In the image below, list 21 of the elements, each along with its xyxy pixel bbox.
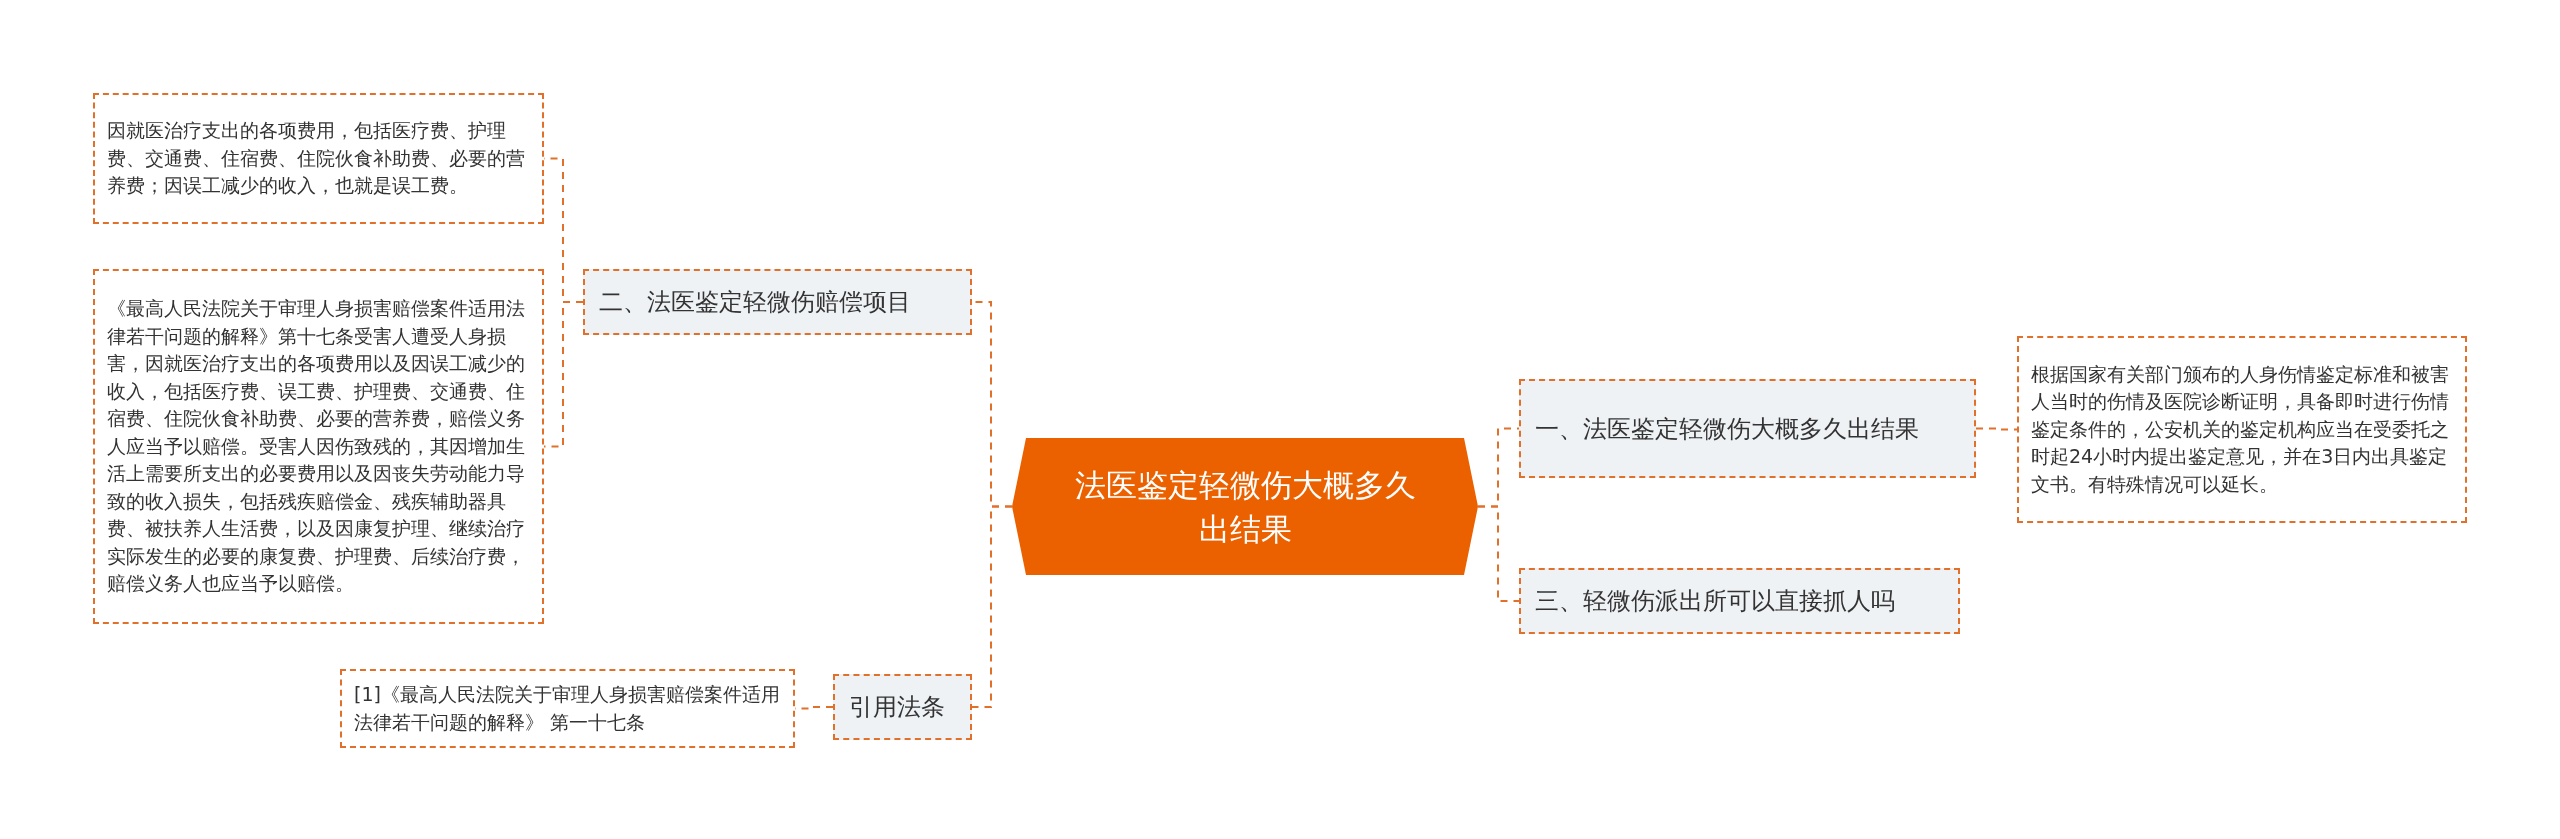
note-box xyxy=(93,93,544,224)
node-text: 一、法医鉴定轻微伤大概多久出结果 xyxy=(1535,413,1919,445)
topic-box xyxy=(1519,379,1976,478)
node-text: 二、法医鉴定轻微伤赔偿项目 xyxy=(599,287,911,318)
note-box xyxy=(2017,336,2467,523)
node-text: 《最高人民法院关于审理人身损害赔偿案件适用法律若干问题的解释》第十七条受害人遭受人身损害，因就医治疗支出的各项费用以及因误工减少的收入，包括医疗费、误工费、护理费、交通费、住宿费、住院伙食补助费、必要的营养费，赔偿义务人应当予以赔偿。受害人因伤致残的，其因增加生活上需要所支出的必要费用以及因丧失劳动能力导致的收入损失，包括残疾赔偿金、残疾辅助器具费、被扶养人生活费，以及因康复护理、继续治疗实际发生的必要的康复费、护理费、后续治疗费，赔偿义务人也应当予以赔偿。 xyxy=(107,296,526,597)
topic-box xyxy=(833,674,972,740)
node-text: 法医鉴定轻微伤大概多久出结果 xyxy=(1073,465,1417,549)
node-text: 三、轻微伤派出所可以直接抓人吗 xyxy=(1535,586,1895,617)
topic-box xyxy=(583,269,972,335)
node-text: [1]《最高人民法院关于审理人身损害赔偿案件适用法律若干问题的解释》 第一十七条 xyxy=(354,682,781,735)
connector-line xyxy=(1975,427,2018,431)
node-text: 引用法条 xyxy=(849,692,945,723)
connector-line xyxy=(1477,505,1520,602)
note-box xyxy=(340,669,795,748)
connector-line xyxy=(971,505,1013,708)
topic-box xyxy=(1519,568,1960,634)
note-box xyxy=(93,269,544,624)
central-topic-hexagon xyxy=(1012,438,1478,575)
node-text: 根据国家有关部门颁布的人身伤情鉴定标准和被害人当时的伤情及医院诊断证明，具备即时进行伤情鉴定条件的，公安机关的鉴定机构应当在受委托之时起24小时内提出鉴定意见，并在3日内出具鉴定文书。有特殊情况可以延长。 xyxy=(2031,361,2450,497)
node-text: 因就医治疗支出的各项费用，包括医疗费、护理费、交通费、住宿费、住院伙食补助费、必要的营养费；因误工减少的收入，也就是误工费。 xyxy=(107,118,526,199)
